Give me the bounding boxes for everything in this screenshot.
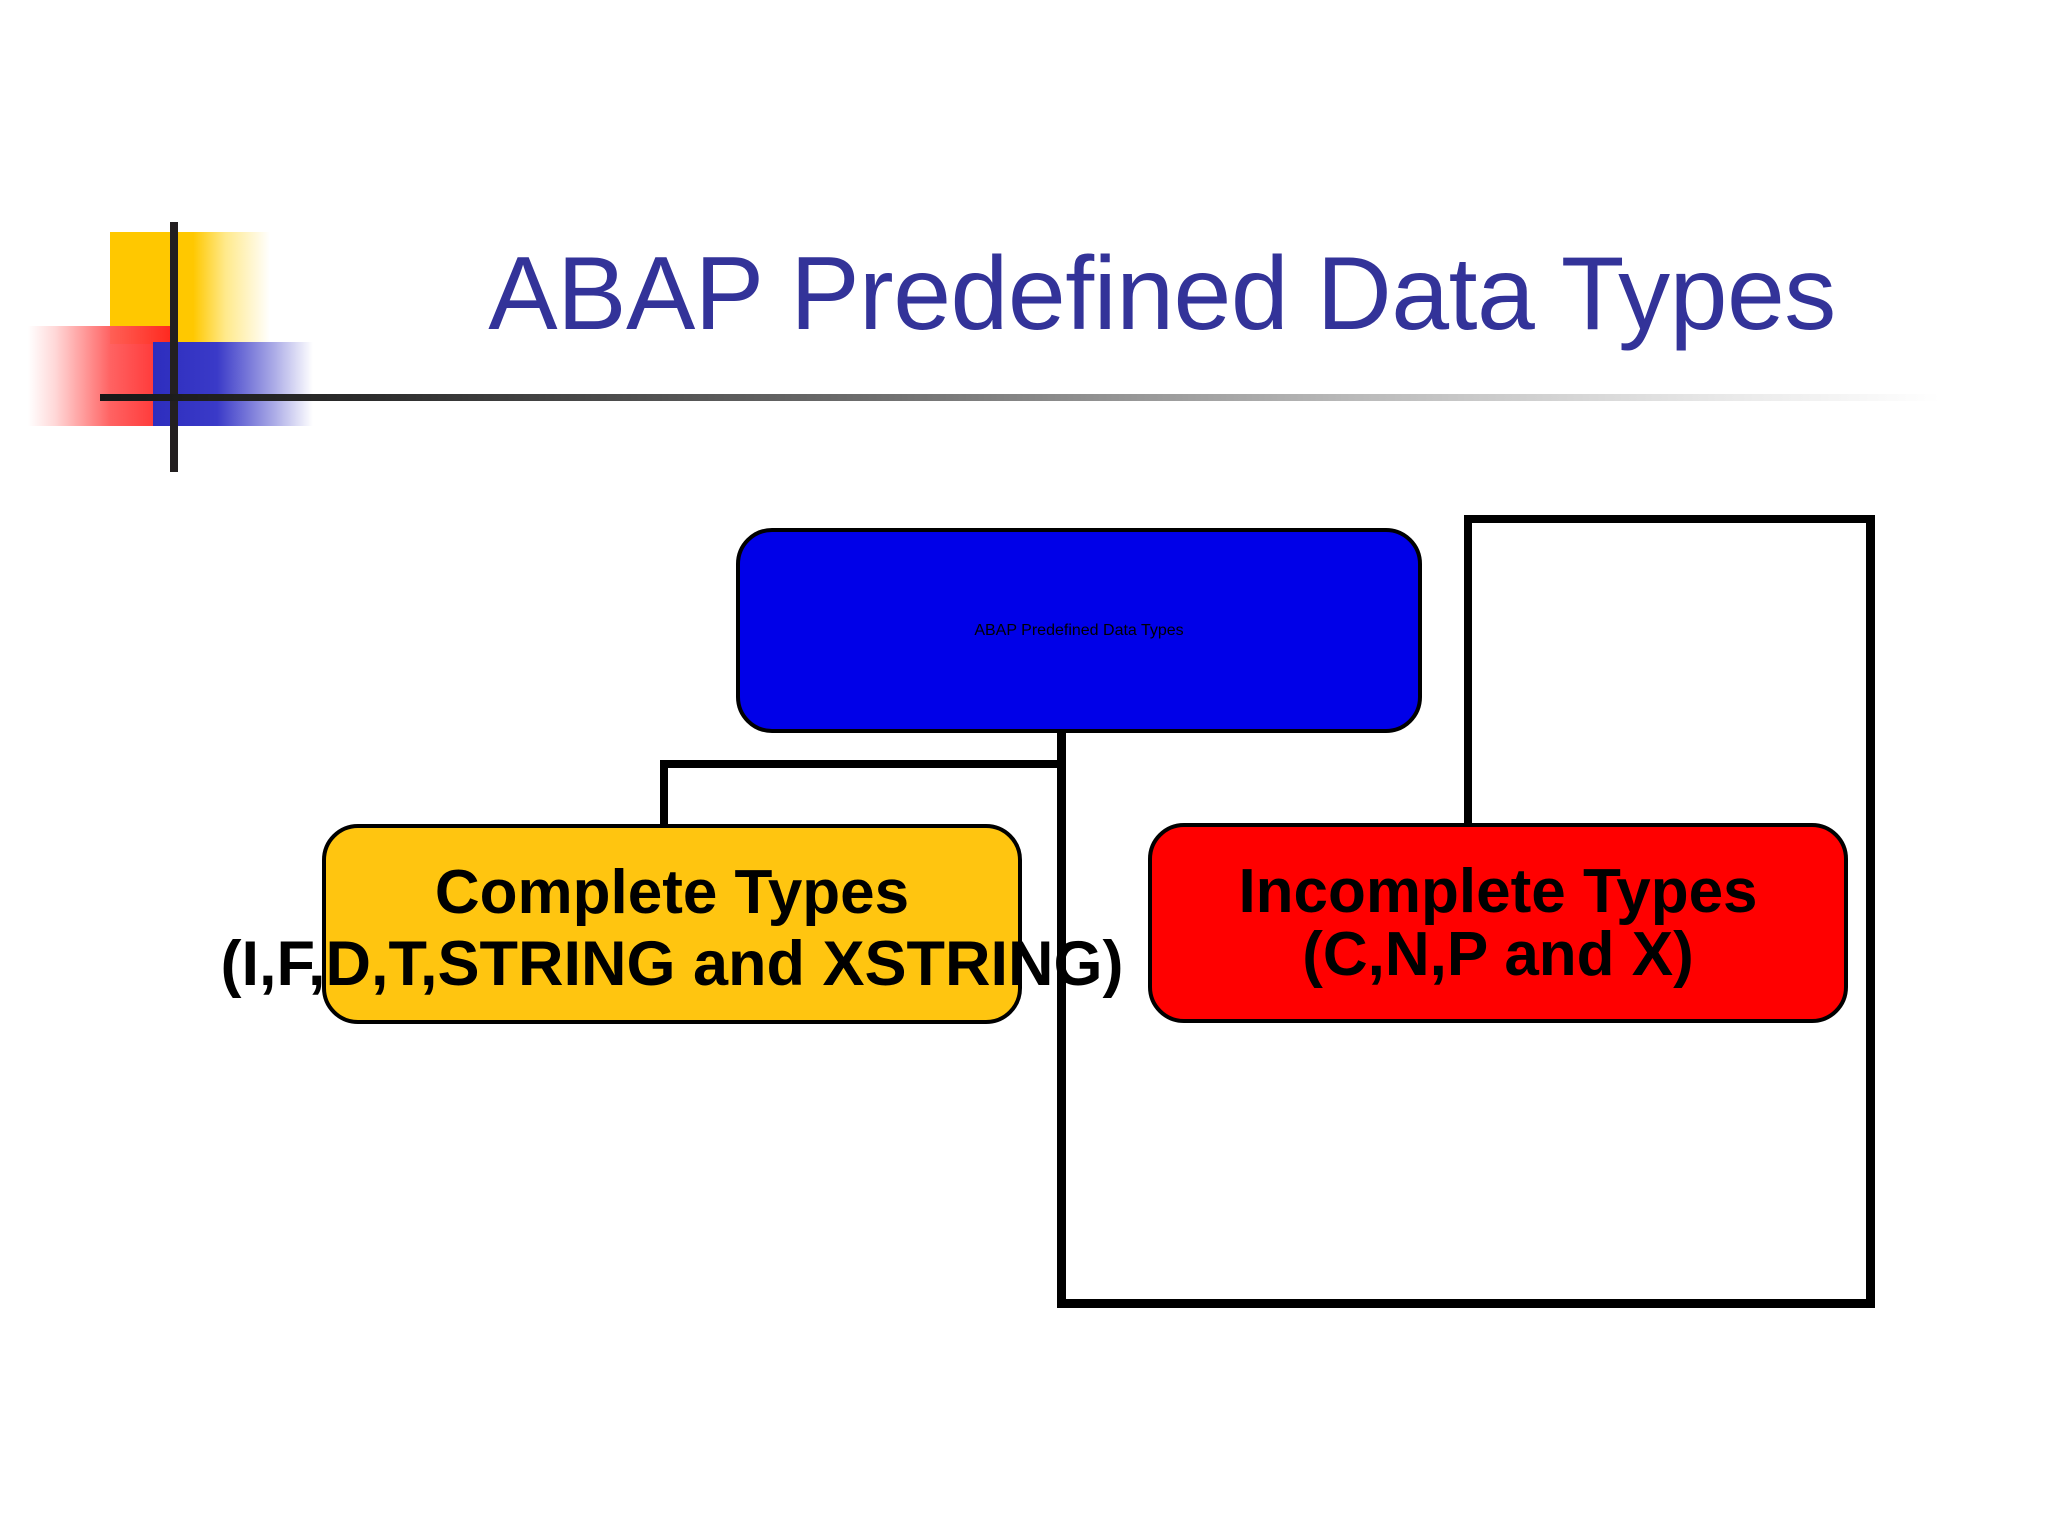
logo-yellow-square (110, 232, 270, 344)
node-incomplete-types-label: Incomplete Types (1238, 856, 1758, 926)
logo-vertical-rule (170, 222, 178, 472)
connector-bottom-horizontal (1057, 1299, 1875, 1308)
connector-left-vertical (1464, 515, 1472, 827)
connector-top-horizontal (1464, 515, 1875, 523)
connector-right-vertical (1866, 515, 1875, 1308)
connector-trunk-vertical (1057, 732, 1066, 1308)
node-complete-types[interactable]: Complete Types (322, 824, 1022, 1024)
title-underline-rule (100, 394, 1940, 401)
node-complete-types-sublabel: (I,F,D,T,STRING and XSTRING) (220, 929, 1124, 999)
node-incomplete-types-sublabel: (C,N,P and X) (1302, 920, 1694, 989)
node-root-abap-predefined-data-types[interactable] (736, 528, 1422, 733)
node-complete-types-label: Complete Types (434, 857, 910, 927)
connector-branch-horizontal (660, 760, 1060, 768)
node-incomplete-types[interactable]: Incomplete Types (C,N,P and X) (1148, 823, 1848, 1023)
connector-branch-vertical (660, 760, 668, 827)
logo-blue-square (153, 342, 313, 426)
page-title: ABAP Predefined Data Types (488, 236, 1836, 352)
